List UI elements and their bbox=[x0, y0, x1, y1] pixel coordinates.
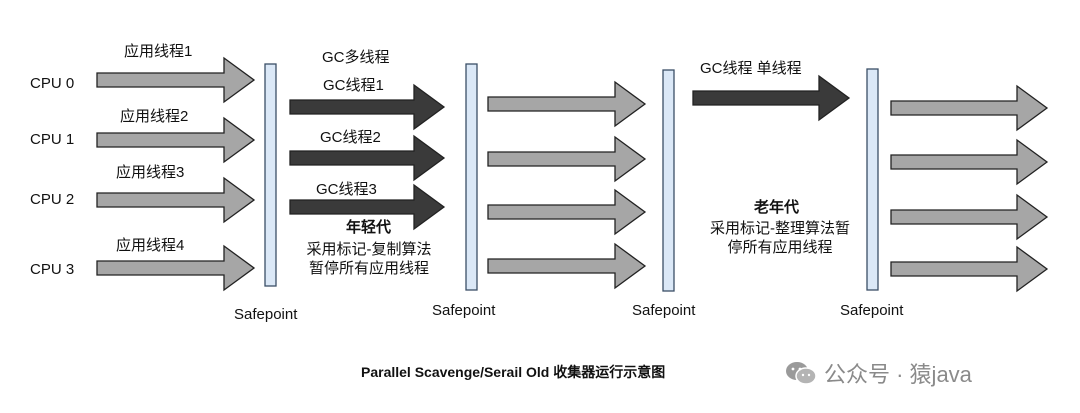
app-final-arrow-4 bbox=[890, 245, 1049, 293]
gc-thread-label-2: GC线程2 bbox=[320, 129, 381, 146]
app-final-arrow-2 bbox=[890, 138, 1049, 186]
app-thread-label-4: 应用线程4 bbox=[116, 237, 185, 254]
app-resume-arrow-1 bbox=[487, 80, 647, 128]
safepoint-label-2: Safepoint bbox=[432, 302, 496, 319]
app-thread-arrow-4 bbox=[96, 244, 256, 292]
safepoint-bar-2 bbox=[465, 63, 478, 291]
app-thread-label-2: 应用线程2 bbox=[120, 108, 189, 125]
diagram-caption: Parallel Scavenge/Serail Old 收集器运行示意图 bbox=[361, 364, 666, 380]
safepoint-label-3: Safepoint bbox=[632, 302, 696, 319]
cpu-label-1: CPU 1 bbox=[30, 131, 75, 148]
old-gen-desc: 采用标记-整理算法暂 停所有应用线程 bbox=[710, 220, 850, 256]
gc-thread-arrow-2 bbox=[289, 134, 446, 182]
cpu-label-3: CPU 3 bbox=[30, 261, 75, 278]
app-thread-arrow-2 bbox=[96, 116, 256, 164]
app-resume-arrow-2 bbox=[487, 135, 647, 183]
app-resume-arrow-4 bbox=[487, 242, 647, 290]
app-final-arrow-3 bbox=[890, 193, 1049, 241]
safepoint-bar-3 bbox=[662, 69, 675, 292]
young-gen-desc: 采用标记-复制算法 暂停所有应用线程 bbox=[306, 241, 432, 277]
old-gc-label: GC线程 单线程 bbox=[700, 60, 802, 77]
gc-thread-arrow-1 bbox=[289, 83, 446, 131]
watermark: 公众号 · 猿java bbox=[784, 357, 972, 389]
cpu-label-0: CPU 0 bbox=[30, 75, 75, 92]
app-resume-arrow-3 bbox=[487, 188, 647, 236]
wechat-icon bbox=[786, 362, 817, 385]
gc-thread-label-3: GC线程3 bbox=[316, 181, 377, 198]
safepoint-label-1: Safepoint bbox=[234, 306, 298, 323]
app-thread-label-3: 应用线程3 bbox=[116, 164, 185, 181]
gc-thread-label-1: GC线程1 bbox=[323, 77, 384, 94]
gc-single-thread-arrow bbox=[692, 74, 851, 122]
old-gen-title: 老年代 bbox=[754, 199, 800, 216]
gc-thread-arrow-3 bbox=[289, 183, 446, 231]
app-thread-label-1: 应用线程1 bbox=[124, 43, 193, 60]
safepoint-bar-4 bbox=[866, 68, 879, 291]
safepoint-bar-1 bbox=[264, 63, 277, 287]
watermark-text: 公众号 · 猿java bbox=[824, 362, 972, 387]
app-final-arrow-1 bbox=[890, 84, 1049, 132]
safepoint-label-4: Safepoint bbox=[840, 302, 904, 319]
cpu-label-2: CPU 2 bbox=[30, 191, 75, 208]
gc-multi-title: GC多线程 bbox=[322, 49, 390, 66]
young-gen-title: 年轻代 bbox=[346, 219, 392, 236]
app-thread-arrow-3 bbox=[96, 176, 256, 224]
app-thread-arrow-1 bbox=[96, 56, 256, 104]
